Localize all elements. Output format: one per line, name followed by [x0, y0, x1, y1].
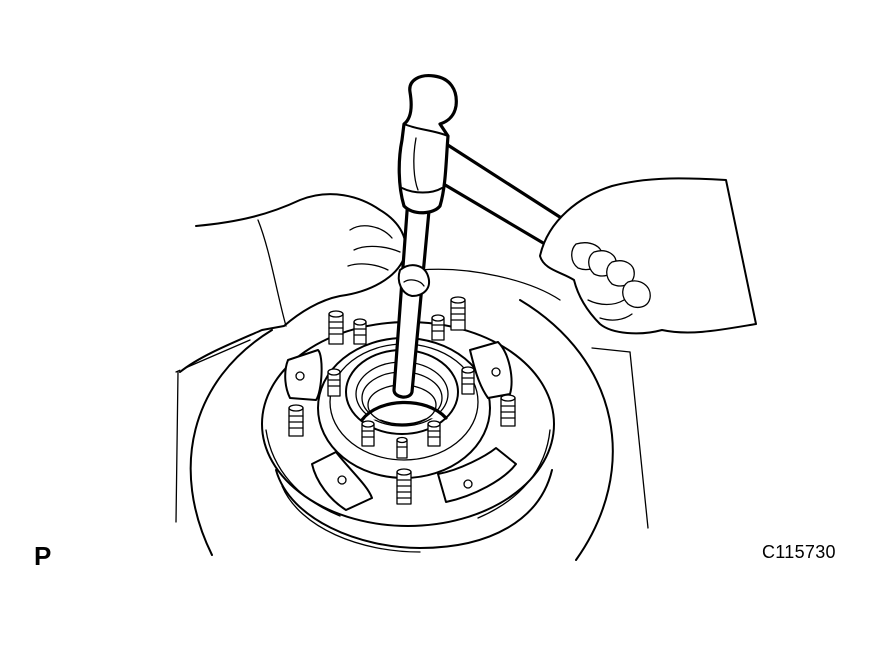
view-label: P: [34, 541, 52, 571]
axle-hub: [261, 296, 555, 553]
hub-bolts: [288, 296, 516, 505]
brass-bar: [392, 196, 432, 399]
flange-slots: [284, 341, 517, 511]
right-hand: [539, 177, 757, 335]
left-hand: [179, 193, 407, 373]
brake-drum: [175, 268, 649, 561]
left-thumb: [397, 264, 430, 297]
figure-code: C115730: [762, 542, 836, 562]
